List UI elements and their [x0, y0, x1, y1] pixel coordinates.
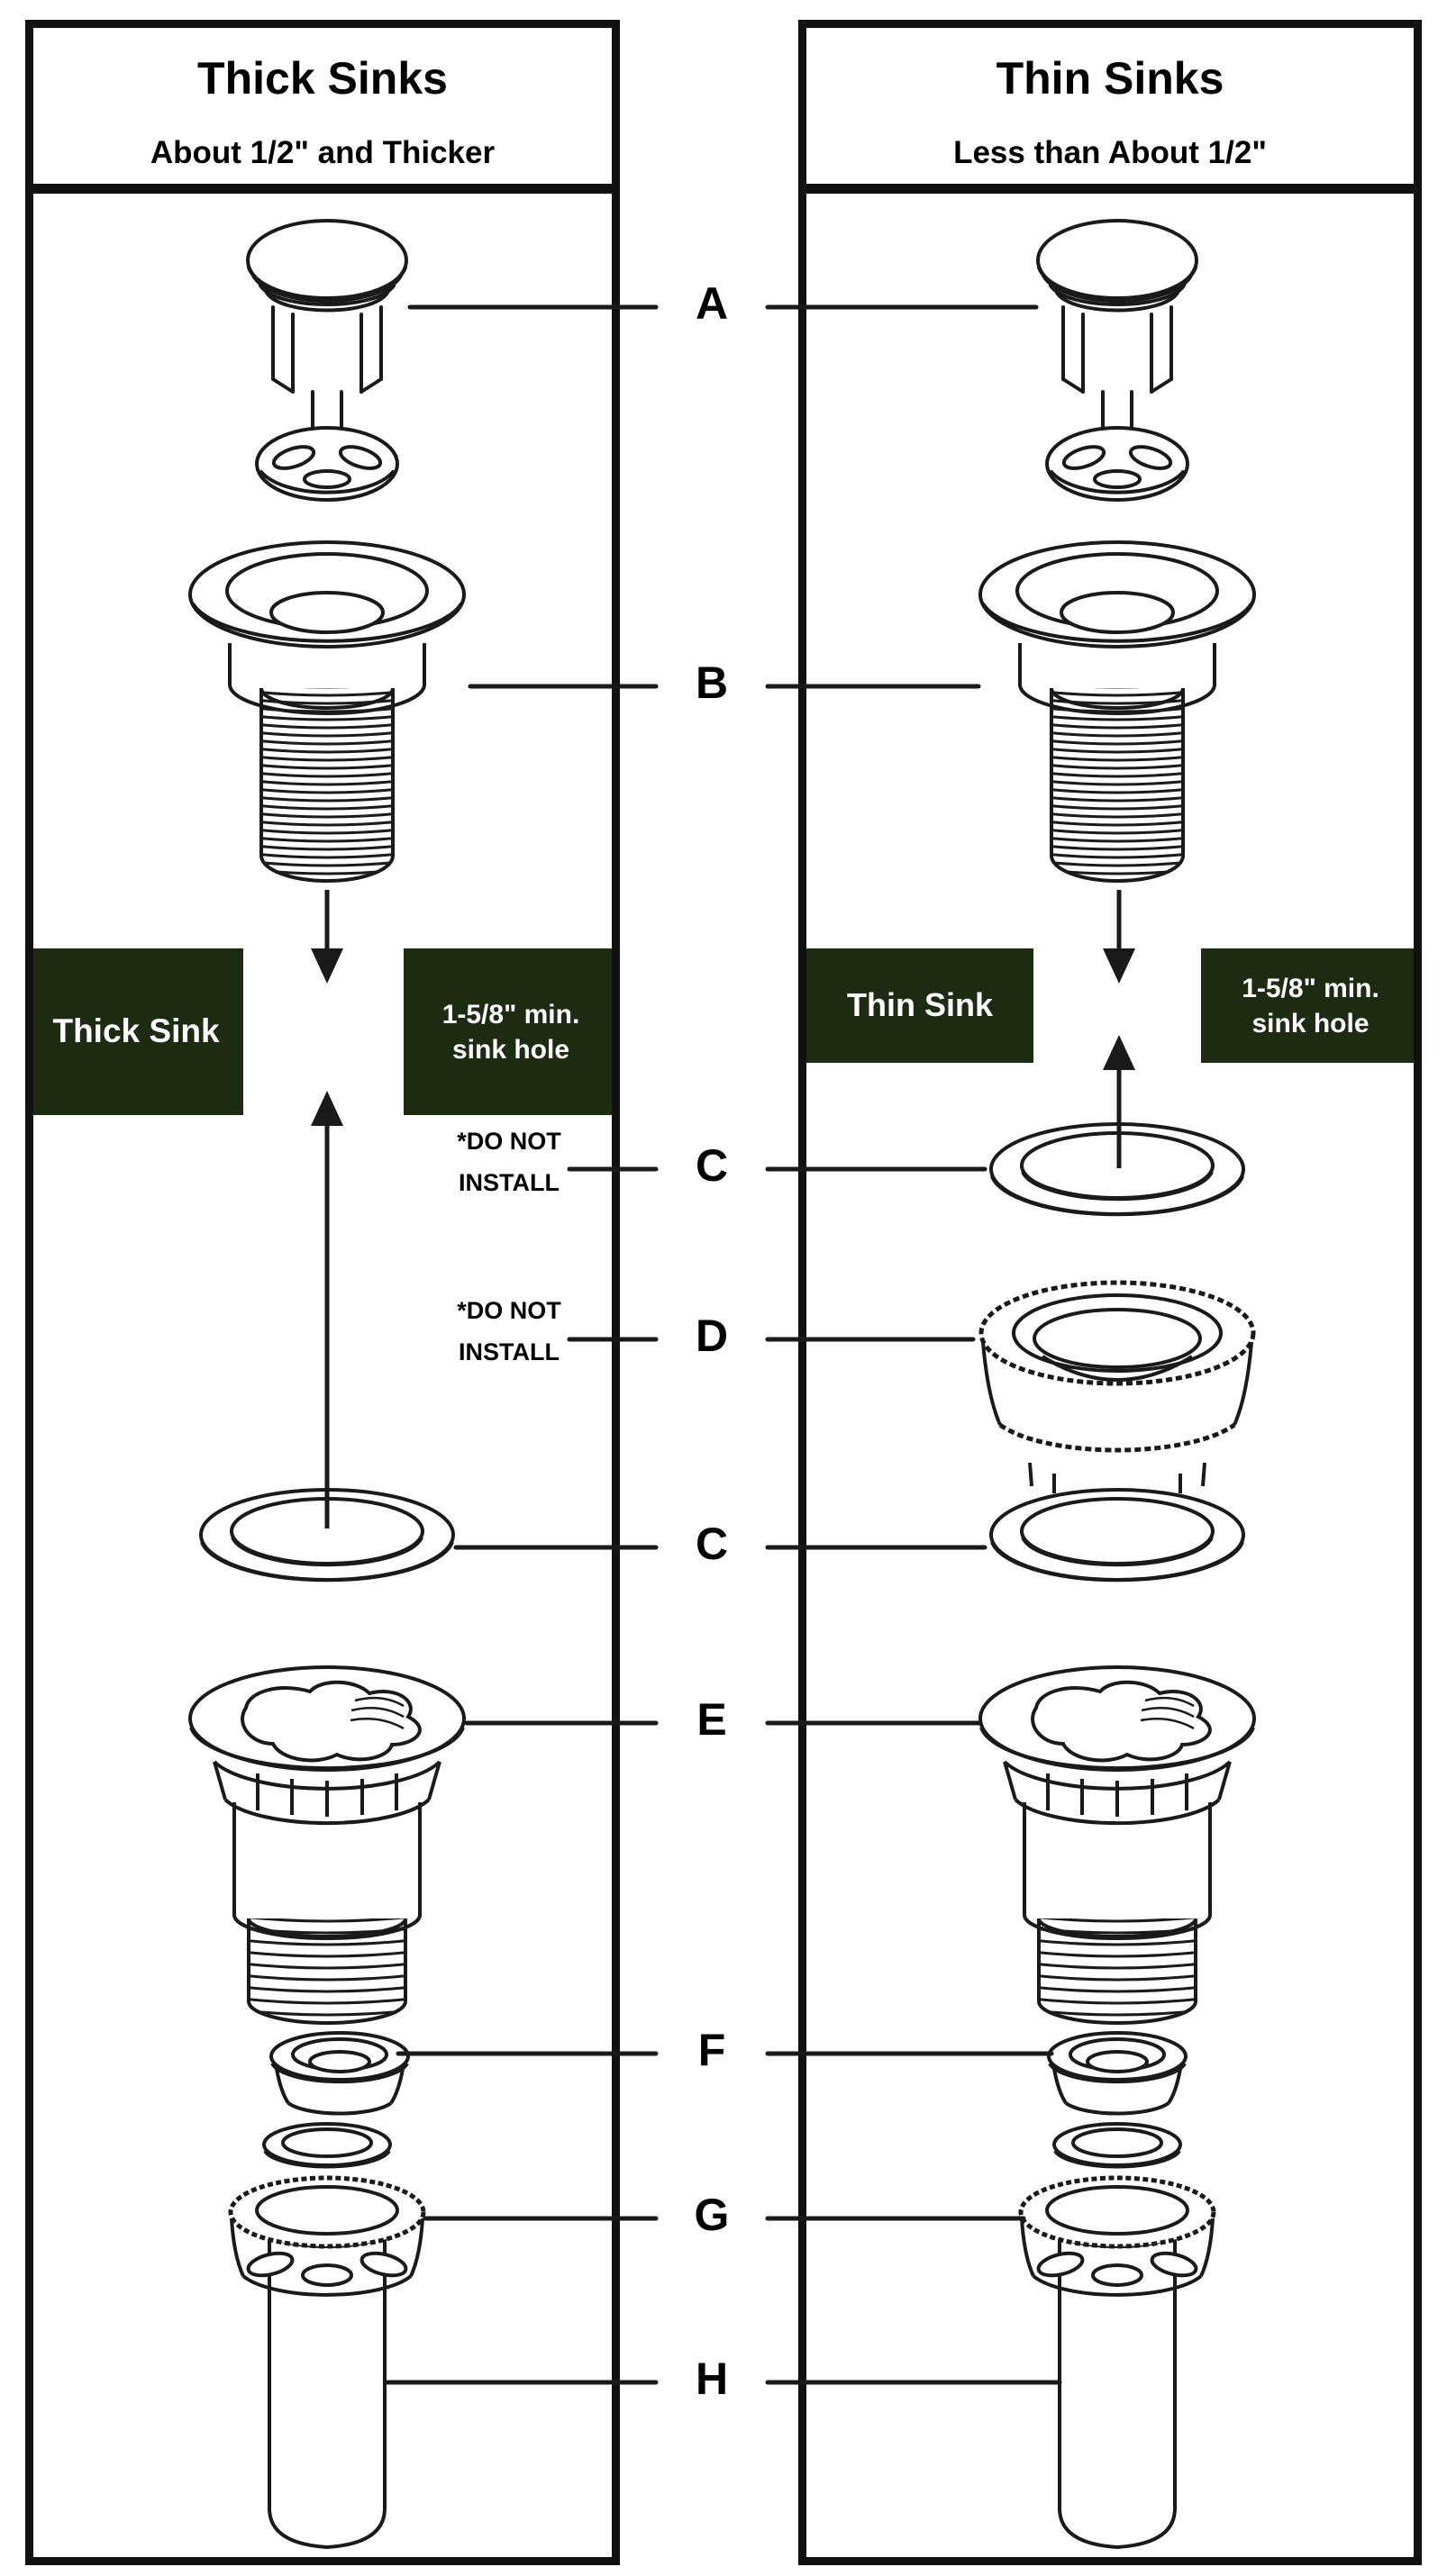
thick-sink-callout: Thick Sink [29, 948, 243, 1115]
thin-sink-callout: Thin Sink [806, 948, 1033, 1063]
hole-callout-line1: 1-5/8" min. [1242, 973, 1379, 1003]
hole-callout-line2: sink hole [1251, 1008, 1370, 1039]
thin-panel-drawings [978, 219, 1256, 2549]
thick-sinks-title: Thick Sinks [197, 53, 448, 104]
do-not-install-warning-d: *DO NOT INSTALL [441, 1290, 577, 1373]
flange-drawing [978, 540, 1256, 883]
locknut-drawing [1021, 2178, 1214, 2295]
hole-callout-line2: sink hole [451, 1034, 570, 1065]
down-arrow-icon [1103, 948, 1135, 984]
install-arrows [311, 890, 1135, 1528]
hole-callout-line1: 1-5/8" min. [441, 999, 580, 1029]
warning-line1: *DO NOT [457, 1297, 561, 1324]
seal-ring-drawing [989, 1488, 1245, 1583]
part-label-b: B [695, 658, 729, 708]
part-label-e: E [696, 1694, 727, 1745]
part-label-h: H [695, 2354, 729, 2404]
thick-sink-callout-text: Thick Sink [52, 1012, 220, 1050]
part-label-d: D [695, 1311, 729, 1361]
warning-line2: INSTALL [459, 1169, 560, 1196]
locknut-drawing [231, 2178, 423, 2295]
leader-lines [385, 304, 1062, 2385]
gasket-drawing [262, 2122, 392, 2169]
part-label-g: G [694, 2190, 730, 2240]
thin-sinks-panel [798, 20, 1422, 2565]
thick-header-divider [33, 184, 612, 194]
popup-stopper-drawing [246, 219, 408, 502]
drain-body-drawing [978, 1665, 1256, 2025]
warning-line2: INSTALL [459, 1338, 560, 1365]
thin-sinks-subtitle: Less than About 1/2" [953, 135, 1267, 170]
washer-drawing [1047, 2031, 1188, 2116]
part-label-c2: C [695, 1519, 729, 1569]
thick-sinks-subtitle: About 1/2" and Thicker [150, 135, 496, 170]
part-label-f: F [697, 2025, 726, 2075]
thin-sink-hole-callout: 1-5/8" min. sink hole [1201, 948, 1420, 1063]
warning-line1: *DO NOT [457, 1128, 561, 1155]
washer-drawing [269, 2031, 410, 2116]
thick-sink-hole-callout: 1-5/8" min. sink hole [404, 948, 618, 1115]
flange-drawing [188, 540, 466, 883]
thick-sinks-panel [25, 20, 620, 2565]
thin-sinks-title: Thin Sinks [996, 53, 1224, 104]
down-arrow-icon [311, 948, 343, 984]
do-not-install-warning-c: *DO NOT INSTALL [441, 1120, 577, 1203]
popup-stopper-drawing [1036, 219, 1198, 502]
up-arrow-icon [311, 1091, 343, 1126]
thin-sink-callout-text: Thin Sink [847, 986, 993, 1024]
gasket-drawing [1052, 2122, 1182, 2169]
part-label-c1: C [695, 1140, 729, 1191]
thin-header-divider [806, 184, 1414, 194]
up-arrow-icon [1103, 1035, 1135, 1070]
drain-body-drawing [188, 1665, 466, 2025]
mounting-ring-drawing [981, 1283, 1253, 1493]
part-label-a: A [695, 278, 729, 329]
